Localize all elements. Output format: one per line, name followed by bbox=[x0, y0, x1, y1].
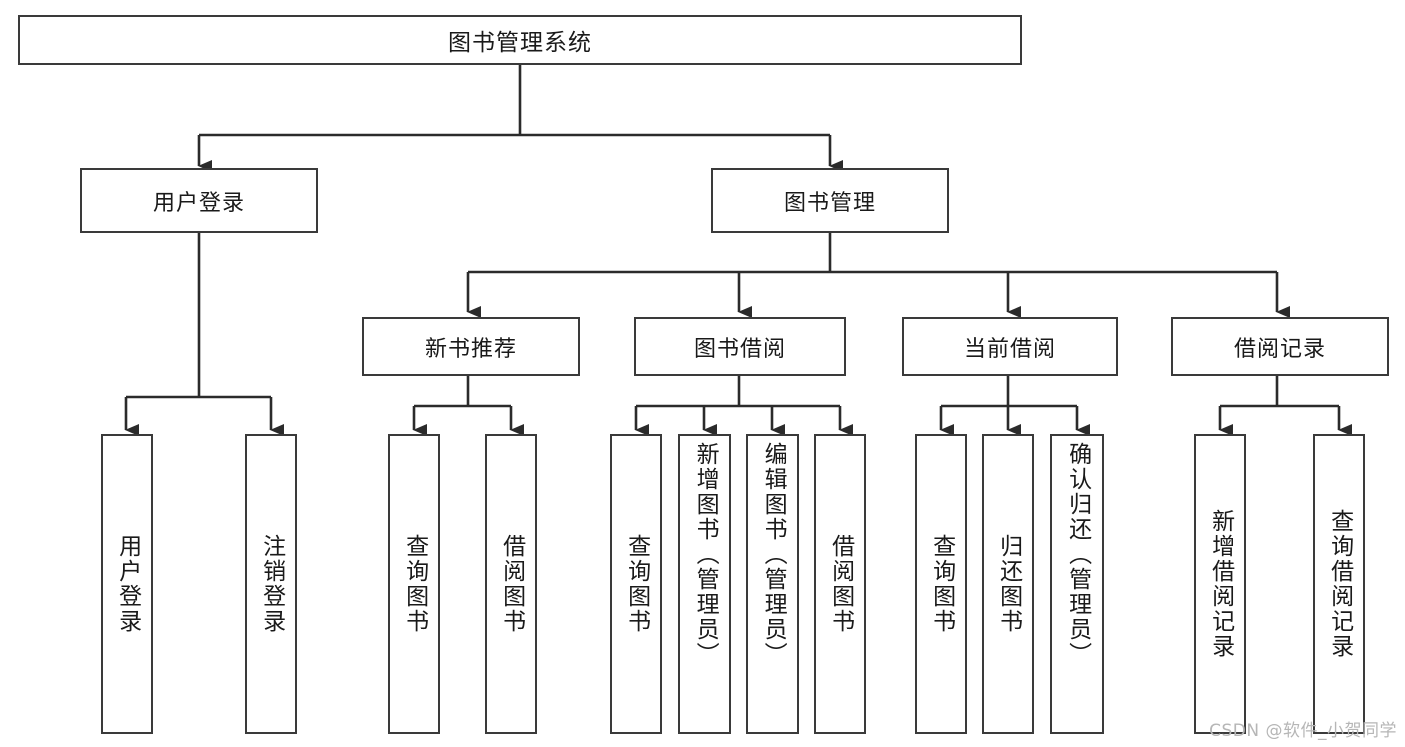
csdn-watermark: CSDN @软件_小贺同学 bbox=[1209, 721, 1397, 741]
node-leaf-edit-book-label: 编辑图书（管理员） bbox=[760, 442, 787, 667]
node-leaf-user-logout[interactable]: 注销登录 bbox=[245, 434, 297, 734]
node-book-manage[interactable]: 图书管理 bbox=[711, 168, 949, 233]
node-leaf-confirm-return[interactable]: 确认归还（管理员） bbox=[1050, 434, 1104, 734]
node-leaf-query-book-2-label: 查询图书 bbox=[623, 534, 650, 634]
node-leaf-add-record[interactable]: 新增借阅记录 bbox=[1194, 434, 1246, 734]
node-leaf-query-record-label: 查询借阅记录 bbox=[1326, 509, 1353, 659]
node-leaf-edit-book[interactable]: 编辑图书（管理员） bbox=[746, 434, 799, 734]
node-leaf-user-login-label: 用户登录 bbox=[114, 534, 141, 634]
node-leaf-user-logout-label: 注销登录 bbox=[258, 534, 285, 634]
node-root-system[interactable]: 图书管理系统 bbox=[18, 15, 1022, 65]
node-leaf-borrow-book-1[interactable]: 借阅图书 bbox=[485, 434, 537, 734]
node-leaf-return-book[interactable]: 归还图书 bbox=[982, 434, 1034, 734]
node-current-borrow[interactable]: 当前借阅 bbox=[902, 317, 1118, 376]
node-leaf-query-book-2[interactable]: 查询图书 bbox=[610, 434, 662, 734]
node-leaf-add-record-label: 新增借阅记录 bbox=[1207, 509, 1234, 659]
node-leaf-query-book-1[interactable]: 查询图书 bbox=[388, 434, 440, 734]
node-leaf-query-book-1-label: 查询图书 bbox=[401, 534, 428, 634]
node-borrow-record[interactable]: 借阅记录 bbox=[1171, 317, 1389, 376]
node-leaf-confirm-return-label: 确认归还（管理员） bbox=[1064, 442, 1091, 667]
node-leaf-add-book[interactable]: 新增图书（管理员） bbox=[678, 434, 731, 734]
node-leaf-query-book-3-label: 查询图书 bbox=[928, 534, 955, 634]
node-new-book-recommend[interactable]: 新书推荐 bbox=[362, 317, 580, 376]
node-user-login[interactable]: 用户登录 bbox=[80, 168, 318, 233]
node-leaf-borrow-book-2[interactable]: 借阅图书 bbox=[814, 434, 866, 734]
node-leaf-query-record[interactable]: 查询借阅记录 bbox=[1313, 434, 1365, 734]
node-leaf-return-book-label: 归还图书 bbox=[995, 534, 1022, 634]
node-leaf-borrow-book-2-label: 借阅图书 bbox=[827, 534, 854, 634]
node-leaf-borrow-book-1-label: 借阅图书 bbox=[498, 534, 525, 634]
node-leaf-user-login[interactable]: 用户登录 bbox=[101, 434, 153, 734]
node-leaf-add-book-label: 新增图书（管理员） bbox=[692, 442, 719, 667]
node-leaf-query-book-3[interactable]: 查询图书 bbox=[915, 434, 967, 734]
node-book-borrow[interactable]: 图书借阅 bbox=[634, 317, 846, 376]
